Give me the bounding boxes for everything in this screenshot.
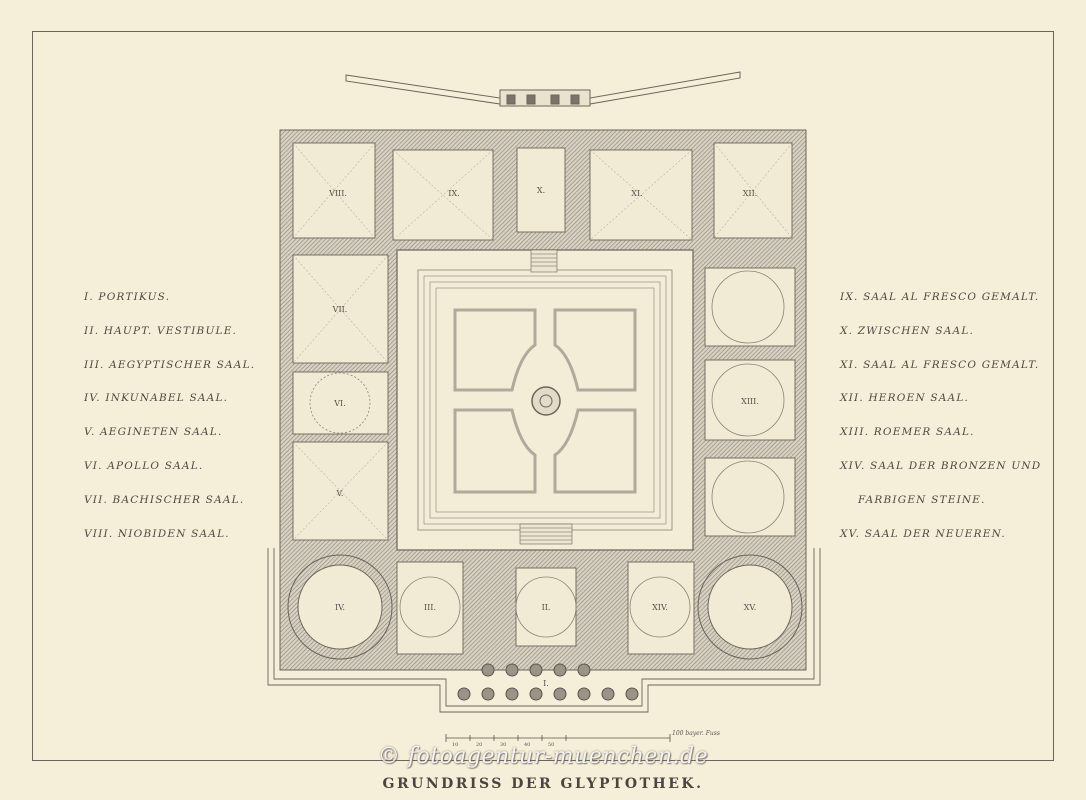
room-label-viii: VIII. [328,189,347,198]
legend-item: VIII. NIOBIDEN SAAL. [84,527,230,540]
terrace-outline [267,548,821,713]
vault-lines [292,142,793,541]
room-xiv [704,457,796,537]
legend-item: III. AEGYPTISCHER SAAL. [84,358,256,371]
legend-item: I. PORTIKUS. [84,291,171,303]
legend-item: XV. SAAL DER NEUEREN. [840,527,1006,540]
legend-item: XIV. SAAL DER BRONZEN UND [840,459,1042,472]
room-vi [292,371,389,435]
scale-tick-label: 20 [476,742,483,748]
room-label-i: I. [543,679,549,688]
legend-item: IV. INKUNABEL SAAL. [84,392,229,405]
legend-item: V. AEGINETEN SAAL. [84,426,223,439]
room-label-v: V. [336,489,344,498]
room-label-xi: XI. [631,189,642,198]
scale-tick-label: 10 [452,742,459,748]
legend-right: IX. SAAL AL FRESCO GEMALT. X. ZWISCHEN S… [840,290,1041,560]
scale-unit-label: 100 bayer. Fuss [672,730,720,737]
legend-item: IX. SAAL AL FRESCO GEMALT. [840,291,1040,303]
legend-left: I. PORTIKUS. II. HAUPT. VESTIBULE. III. … [84,290,255,560]
room-label-x: X. [537,186,545,195]
room-label-xiii: XIII. [741,397,759,406]
room-vii [292,254,389,364]
room-label-ix: IX. [448,189,459,198]
legend-item: X. ZWISCHEN SAAL. [840,324,975,337]
legend-item: XII. HEROEN SAAL. [840,392,970,405]
legend-item: VI. APOLLO SAAL. [84,459,204,472]
scale-tick-label: 40 [524,742,531,748]
room-labels: I. II. III. IV. V. VI. VII. VIII. IX. X.… [328,186,759,688]
room-x [516,147,566,233]
approach-walls [345,71,741,107]
legend-item: VII. BACHISCHER SAAL. [84,493,245,506]
corner-rotundas [287,554,803,660]
room-label-xv: XV. [744,603,757,612]
room-label-xiv: XIV. [652,603,668,612]
scale-tick-label: 30 [500,742,507,748]
legend-item: XIII. ROEMER SAAL. [840,426,975,439]
scale-bar [445,734,671,742]
watermark: © fotoagentur-muenchen.de [377,744,709,769]
plate-caption: GRUNDRISS DER GLYPTOTHEK. [382,776,704,792]
room-label-ii: II. [542,603,551,612]
room-label-vii: VII. [332,305,348,314]
room-xiii-b [704,359,796,441]
scale-tick-label: 50 [548,742,555,748]
room-ii [515,567,577,647]
legend-item: FARBIGEN STEINE. [858,493,986,506]
legend-item: II. HAUPT. VESTIBULE. [84,324,238,337]
dome-circles [309,270,785,638]
portico-columns [457,663,639,701]
room-label-xii: XII. [743,189,758,198]
legend-item: XI. SAAL AL FRESCO GEMALT. [840,358,1040,371]
plate-frame [32,31,1054,761]
room-label-iii: III. [424,603,436,612]
room-label-iv: IV. [335,603,345,612]
room-xiii-a [704,267,796,347]
room-label-vi: VI. [333,399,345,408]
court-steps [519,249,573,545]
